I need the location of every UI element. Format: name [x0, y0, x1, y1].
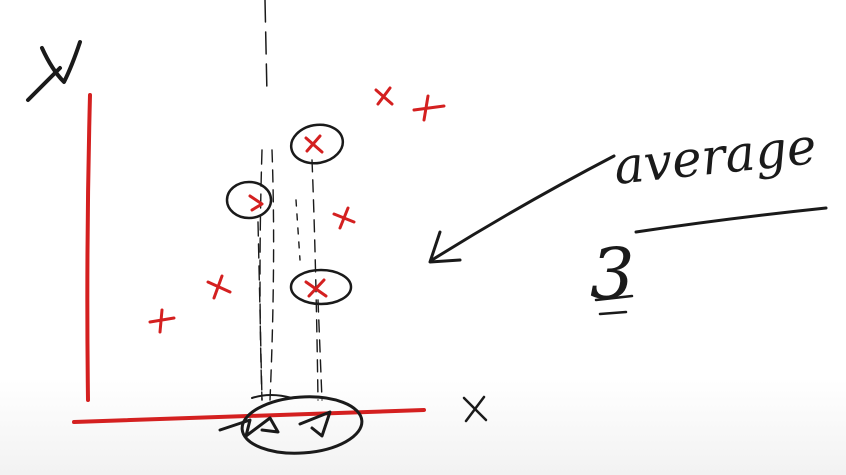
circled-point — [289, 123, 345, 165]
average-underline — [634, 206, 828, 234]
data-point — [412, 94, 446, 122]
count-number-underline — [598, 310, 628, 316]
y-axis-label: Y — [26, 40, 82, 102]
y-axis — [85, 93, 92, 402]
count-number: 3 — [590, 233, 635, 315]
average-label: average — [611, 117, 819, 196]
projection-lines — [257, 149, 323, 401]
average-on-x-axis — [218, 394, 364, 455]
count-number-underline — [594, 294, 634, 302]
data-point — [374, 86, 394, 106]
circled-point — [289, 268, 353, 306]
data-point — [148, 308, 176, 334]
data-point — [206, 274, 232, 300]
x-axis-label: X — [462, 395, 488, 423]
projection-line-top — [264, 0, 268, 96]
arrow-head — [428, 230, 462, 264]
circled-point — [225, 180, 273, 220]
data-point — [332, 206, 356, 230]
arrow — [430, 154, 616, 262]
